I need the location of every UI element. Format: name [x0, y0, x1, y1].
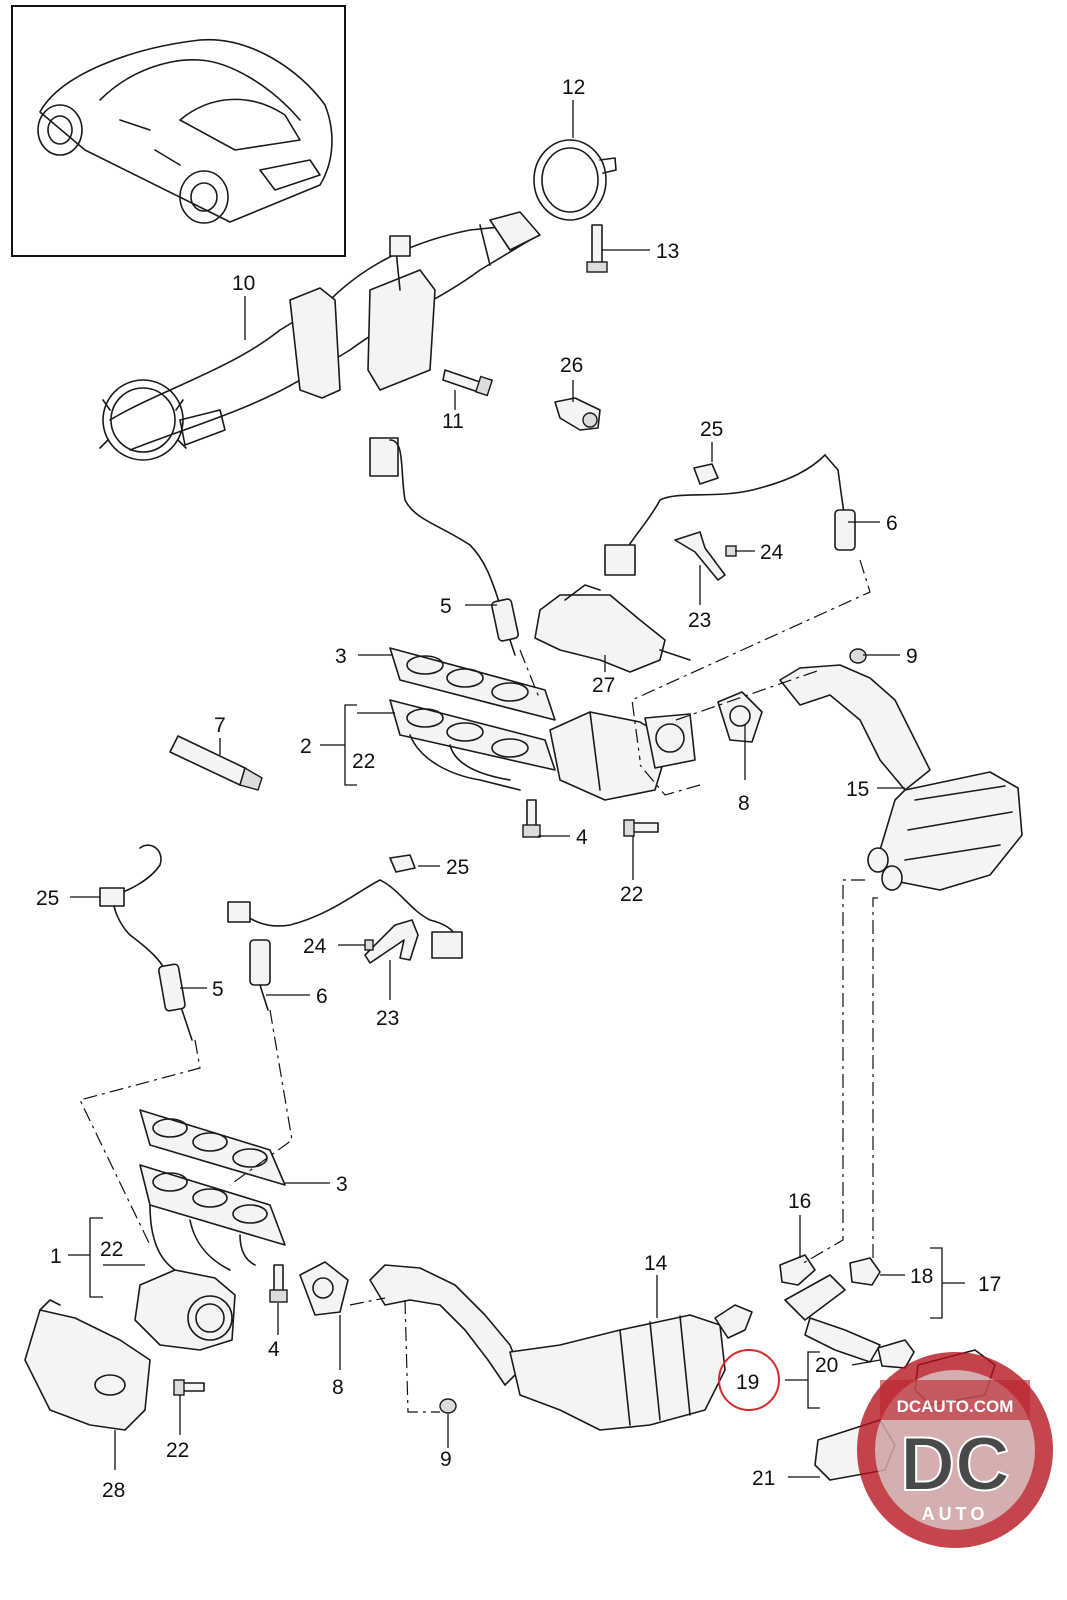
callout-22-lower-left: 22	[100, 1238, 123, 1261]
oxygen-sensor-6-lower	[227, 879, 463, 1011]
sealant-tube-7	[169, 735, 263, 791]
bolt-13	[586, 224, 608, 273]
callout-8-lower: 8	[332, 1376, 344, 1399]
callout-labels: 12 13 10 11 26 25 6 24 23 5 27 3 9 7 2 2…	[36, 76, 1001, 1502]
gasket-3-lower	[139, 1109, 286, 1186]
callout-24-lower: 24	[303, 935, 327, 958]
rear-support-bracket	[99, 211, 541, 461]
nut-9-lower	[439, 1398, 457, 1414]
bolt-22-lower	[173, 1379, 205, 1396]
bracket-26	[554, 397, 601, 431]
bracket-23-lower	[364, 919, 419, 964]
gasket-8-lower	[299, 1261, 349, 1316]
callout-6-upper: 6	[886, 512, 898, 535]
callout-21: 21	[752, 1467, 775, 1490]
gasket-3-upper	[389, 647, 556, 721]
band-clamp-12	[533, 139, 617, 221]
callout-3-upper: 3	[335, 645, 347, 668]
callout-9-lower: 9	[440, 1448, 452, 1471]
callout-20: 20	[815, 1354, 838, 1377]
callout-6-lower: 6	[316, 985, 328, 1008]
clamp-20	[877, 1339, 915, 1369]
nut-9-upper	[849, 648, 867, 664]
highlight-circle-19	[718, 1349, 780, 1411]
exhaust-manifold-2-upper	[389, 699, 696, 801]
catalytic-muffler-14	[369, 1264, 753, 1431]
callout-16: 16	[788, 1190, 811, 1213]
callout-4-upper: 4	[576, 826, 588, 849]
callout-22-upper-left: 22	[352, 750, 375, 773]
callout-14: 14	[644, 1252, 668, 1275]
dashed-connections	[79, 559, 878, 1413]
bolt-4-lower	[269, 1264, 288, 1303]
callout-12: 12	[562, 76, 585, 99]
exhaust-manifold-1-lower	[134, 1164, 286, 1351]
callout-23-upper: 23	[688, 609, 711, 632]
callout-11: 11	[442, 410, 464, 433]
callout-2: 2	[300, 735, 312, 758]
callout-25-left: 25	[36, 887, 59, 910]
callout-27: 27	[592, 674, 615, 697]
callout-24-upper: 24	[760, 541, 784, 564]
clip-25-upper	[693, 463, 719, 485]
callout-17: 17	[978, 1273, 1001, 1296]
car-thumbnail-icon	[11, 5, 346, 257]
clamp-18	[849, 1257, 881, 1286]
callout-13: 13	[656, 240, 679, 263]
bolt-22-upper	[623, 819, 659, 837]
callout-4-lower: 4	[268, 1338, 280, 1361]
watermark-url: DCAUTO.COM	[897, 1397, 1014, 1416]
callout-28: 28	[102, 1479, 125, 1502]
rear-muffler-15	[779, 664, 1023, 891]
bracket-23-upper	[674, 531, 737, 581]
leader-lines	[68, 100, 965, 1478]
clip-25-middle	[389, 854, 416, 873]
callout-25-top: 25	[700, 418, 723, 441]
oxygen-sensor-6-upper	[604, 454, 856, 576]
callout-22-upper-right: 22	[620, 883, 643, 906]
callout-18: 18	[910, 1265, 933, 1288]
callout-5-lower: 5	[212, 978, 224, 1001]
callout-25-middle: 25	[446, 856, 469, 879]
callout-3-lower: 3	[336, 1173, 348, 1196]
callout-15: 15	[846, 778, 869, 801]
watermark-dc-letters: DC	[900, 1422, 1010, 1507]
clamp-16	[779, 1254, 816, 1286]
callout-10: 10	[232, 272, 255, 295]
oxygen-sensor-5-lower	[99, 844, 193, 1041]
watermark-auto: AUTO	[922, 1504, 989, 1524]
callout-26: 26	[560, 354, 583, 377]
callout-1: 1	[50, 1245, 62, 1268]
callout-19: 19	[736, 1371, 759, 1394]
pipe-17	[784, 1274, 881, 1363]
heat-shield-28	[24, 1299, 151, 1431]
oxygen-sensor-5-upper	[369, 437, 519, 656]
callout-22-lower: 22	[166, 1439, 189, 1462]
callout-23-lower: 23	[376, 1007, 399, 1030]
callout-5-upper: 5	[440, 595, 452, 618]
gasket-8-upper	[717, 691, 763, 743]
callout-9-upper: 9	[906, 645, 918, 668]
bolt-11	[442, 369, 494, 397]
callout-8-upper: 8	[738, 792, 750, 815]
dcauto-watermark-logo: DCAUTO.COM DC AUTO	[857, 1352, 1053, 1548]
bolt-4-upper	[522, 799, 541, 838]
heat-shield-27	[534, 584, 691, 673]
callout-7: 7	[214, 714, 226, 737]
